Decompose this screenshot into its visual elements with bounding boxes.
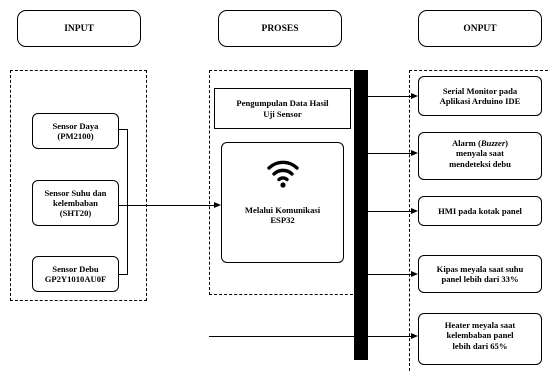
- sensor-debu-line1: Sensor Debu: [52, 263, 99, 274]
- arrow-head-heater: [411, 333, 418, 339]
- sensor-suhu-line1: Sensor Suhu dan: [44, 187, 107, 198]
- output-heater-line3: lebih dari 65%: [452, 340, 508, 351]
- output-serial-monitor-box: Serial Monitor pada Aplikasi Arduino IDE: [418, 76, 542, 116]
- bracket-top-stub: [119, 129, 127, 130]
- sensor-daya-line1: Sensor Daya: [52, 120, 99, 131]
- sensor-suhu-line3: (SHT20): [59, 208, 92, 219]
- data-collection-line1: Pengumpulan Data Hasil: [236, 98, 329, 109]
- output-serial-line1: Serial Monitor pada: [442, 85, 518, 96]
- output-bus-bar: [354, 70, 368, 360]
- proses-header-label: PROSES: [261, 23, 299, 34]
- bracket-vertical: [127, 129, 128, 275]
- output-heater-line1: Heater meyala saat: [444, 320, 516, 330]
- output-alarm-box: Alarm (Buzzer) menyala saat mendeteksi d…: [418, 132, 542, 180]
- output-hmi-box: HMI pada kotak panel: [418, 196, 542, 226]
- output-kipas-line2: panel lebih dari 33%: [441, 274, 519, 284]
- output-alarm-line2: menyala saat: [456, 148, 504, 159]
- proses-header: PROSES: [218, 10, 342, 47]
- sensor-daya-line2: (PM2100): [57, 131, 94, 141]
- data-collection-line2: Uji Sensor: [263, 108, 302, 119]
- arrow-head-hmi: [411, 208, 418, 214]
- output-heater-box: Heater meyala saat kelembaban panel lebi…: [418, 313, 542, 365]
- esp32-comm-line1: Melalui Komunikasi: [244, 205, 321, 215]
- esp32-comm-box: Melalui Komunikasi ESP32: [221, 142, 344, 263]
- input-header: INPUT: [17, 10, 141, 47]
- arrow-line-hmi: [368, 211, 412, 212]
- esp32-comm-line2: ESP32: [270, 215, 295, 226]
- input-group: [10, 70, 147, 301]
- output-alarm-line1: Alarm (Buzzer): [451, 138, 509, 148]
- sensor-suhu-box: Sensor Suhu dan kelembaban (SHT20): [32, 180, 119, 226]
- output-header-label: ONPUT: [463, 23, 497, 34]
- arrow-line-kipas: [368, 274, 412, 275]
- arrow-head-serial: [411, 93, 418, 99]
- bottom-bus-line: [209, 336, 354, 337]
- arrow-line-serial: [368, 96, 412, 97]
- sensor-debu-box: Sensor Debu GP2Y1010AU0F: [32, 256, 119, 292]
- data-collection-box: Pengumpulan Data Hasil Uji Sensor: [214, 88, 351, 129]
- wifi-icon: [266, 160, 299, 188]
- arrow-line-alarm: [368, 153, 412, 154]
- connector-to-esp32: [128, 205, 214, 206]
- output-kipas-line1: Kipas meyala saat suhu: [436, 263, 524, 274]
- output-hmi-line1: HMI pada kotak panel: [438, 205, 522, 216]
- sensor-suhu-line2: kelembaban: [53, 197, 98, 208]
- output-group: [409, 70, 548, 371]
- sensor-debu-line2: GP2Y1010AU0F: [44, 274, 107, 284]
- sensor-daya-box: Sensor Daya (PM2100): [32, 113, 119, 149]
- arrow-head-kipas: [411, 271, 418, 277]
- connector-to-esp32-arrowhead: [214, 202, 221, 208]
- output-alarm-line3: mendeteksi debu: [449, 158, 511, 169]
- bracket-bottom-stub: [119, 274, 127, 275]
- output-kipas-box: Kipas meyala saat suhu panel lebih dari …: [418, 255, 542, 293]
- bracket-middle-stub: [119, 205, 128, 206]
- arrow-head-alarm: [411, 150, 418, 156]
- output-header: ONPUT: [418, 10, 542, 47]
- output-heater-line2: kelembaban panel: [446, 330, 514, 341]
- input-header-label: INPUT: [64, 23, 94, 34]
- arrow-line-heater: [368, 336, 412, 337]
- output-serial-line2: Aplikasi Arduino IDE: [439, 96, 521, 106]
